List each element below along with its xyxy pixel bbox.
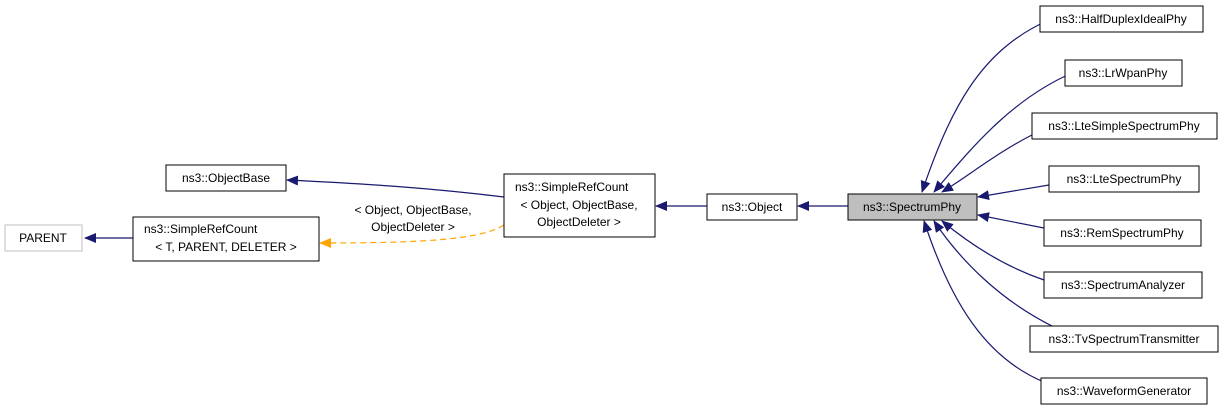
node-lrwpan[interactable]: ns3::LrWpanPhy: [1064, 59, 1183, 87]
node-waveform-label: ns3::WaveformGenerator: [1057, 384, 1191, 398]
node-ltespectrum-label: ns3::LteSpectrumPhy: [1067, 172, 1182, 186]
template-edge-label: < Object, ObjectBase, ObjectDeleter >: [354, 203, 471, 234]
node-ltesimple[interactable]: ns3::LteSimpleSpectrumPhy: [1031, 112, 1218, 140]
node-simplerefcount-obj[interactable]: ns3::SimpleRefCount < Object, ObjectBase…: [503, 173, 656, 238]
node-lrwpan-label: ns3::LrWpanPhy: [1079, 66, 1168, 80]
node-spectrumphy-label: ns3::SpectrumPhy: [863, 200, 961, 214]
node-tv[interactable]: ns3::TvSpectrumTransmitter: [1029, 325, 1219, 353]
node-analyzer-label: ns3::SpectrumAnalyzer: [1061, 278, 1185, 292]
node-rem[interactable]: ns3::RemSpectrumPhy: [1043, 219, 1202, 247]
node-waveform[interactable]: ns3::WaveformGenerator: [1040, 377, 1208, 405]
node-simplerefcount-obj-line-2: < Object, ObjectBase,: [520, 198, 637, 212]
edge-lrwpan-to-spectrumphy: [933, 72, 1073, 193]
edge-analyzer-to-spectrumphy: [941, 220, 1045, 281]
node-parent[interactable]: PARENT: [4, 224, 83, 252]
edge-tv-to-spectrumphy: [933, 220, 1053, 327]
edges: [84, 19, 1073, 385]
node-objectbase[interactable]: ns3::ObjectBase: [165, 164, 287, 192]
node-object-label: ns3::Object: [722, 200, 783, 214]
template-edge-label-line-2: ObjectDeleter >: [371, 220, 455, 234]
edge-ltespectrum-to-spectrumphy: [977, 184, 1050, 201]
node-simplerefcount-t-line-1: ns3::SimpleRefCount: [144, 222, 258, 236]
edge-halfduplex-to-spectrumphy: [920, 19, 1050, 193]
node-simplerefcount-obj-line-3: ObjectDeleter >: [537, 215, 621, 229]
node-tv-label: ns3::TvSpectrumTransmitter: [1049, 332, 1200, 346]
edge-simplerefcount-obj-to-objectbase: [286, 175, 505, 198]
node-halfduplex-label: ns3::HalfDuplexIdealPhy: [1055, 12, 1186, 26]
node-ltesimple-label: ns3::LteSimpleSpectrumPhy: [1048, 119, 1199, 133]
node-simplerefcount-t[interactable]: ns3::SimpleRefCount < T, PARENT, DELETER…: [132, 216, 320, 262]
node-simplerefcount-t-line-2: < T, PARENT, DELETER >: [155, 240, 297, 254]
node-halfduplex[interactable]: ns3::HalfDuplexIdealPhy: [1039, 5, 1204, 33]
edge-ltesimple-to-spectrumphy: [941, 130, 1041, 193]
edge-waveform-to-spectrumphy: [922, 220, 1050, 385]
node-rem-label: ns3::RemSpectrumPhy: [1060, 226, 1183, 240]
node-objectbase-label: ns3::ObjectBase: [182, 171, 270, 185]
node-object[interactable]: ns3::Object: [706, 193, 798, 221]
node-spectrumphy[interactable]: ns3::SpectrumPhy: [847, 193, 978, 221]
node-ltespectrum[interactable]: ns3::LteSpectrumPhy: [1048, 165, 1200, 193]
template-edge: [319, 224, 505, 248]
edge-rem-to-spectrumphy: [977, 212, 1045, 229]
node-analyzer[interactable]: ns3::SpectrumAnalyzer: [1043, 271, 1203, 299]
node-simplerefcount-obj-line-1: ns3::SimpleRefCount: [515, 180, 629, 194]
template-edge-label-line-1: < Object, ObjectBase,: [354, 203, 471, 217]
node-parent-label: PARENT: [19, 231, 67, 245]
